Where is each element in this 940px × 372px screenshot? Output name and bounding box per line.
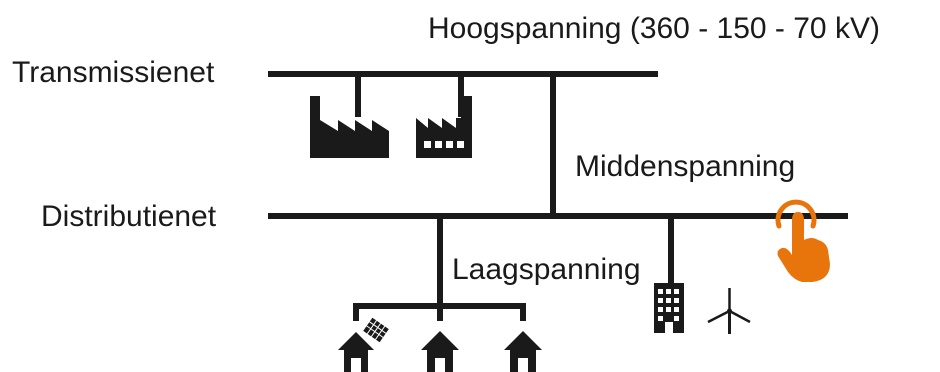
touch-hand-icon — [775, 199, 830, 282]
office-building-icon — [654, 283, 684, 333]
transmission-grid-label: Transmissienet — [12, 56, 215, 89]
low-voltage-label: Laagspanning — [452, 253, 641, 286]
house-1-drop — [353, 303, 359, 321]
transmission-bus-line — [268, 71, 658, 77]
high-voltage-label: Hoogspanning (360 - 150 - 70 kV) — [428, 12, 880, 45]
house-icon — [504, 331, 542, 372]
wind-turbine-icon — [707, 288, 751, 334]
medium-voltage-link — [550, 77, 556, 217]
distribution-grid-label: Distributienet — [41, 200, 217, 233]
house-icon — [421, 331, 459, 372]
office-feeder — [668, 219, 674, 283]
factory-1-connector — [355, 77, 361, 117]
factory-icon — [416, 96, 472, 158]
distribution-bus-line — [268, 213, 848, 219]
house-with-solar-panel-icon — [338, 317, 389, 372]
house-2-drop — [437, 303, 443, 321]
medium-voltage-label: Middenspanning — [575, 150, 796, 183]
house-3-drop — [520, 303, 526, 321]
factory-icon — [310, 96, 389, 158]
low-voltage-feeder — [437, 219, 443, 303]
